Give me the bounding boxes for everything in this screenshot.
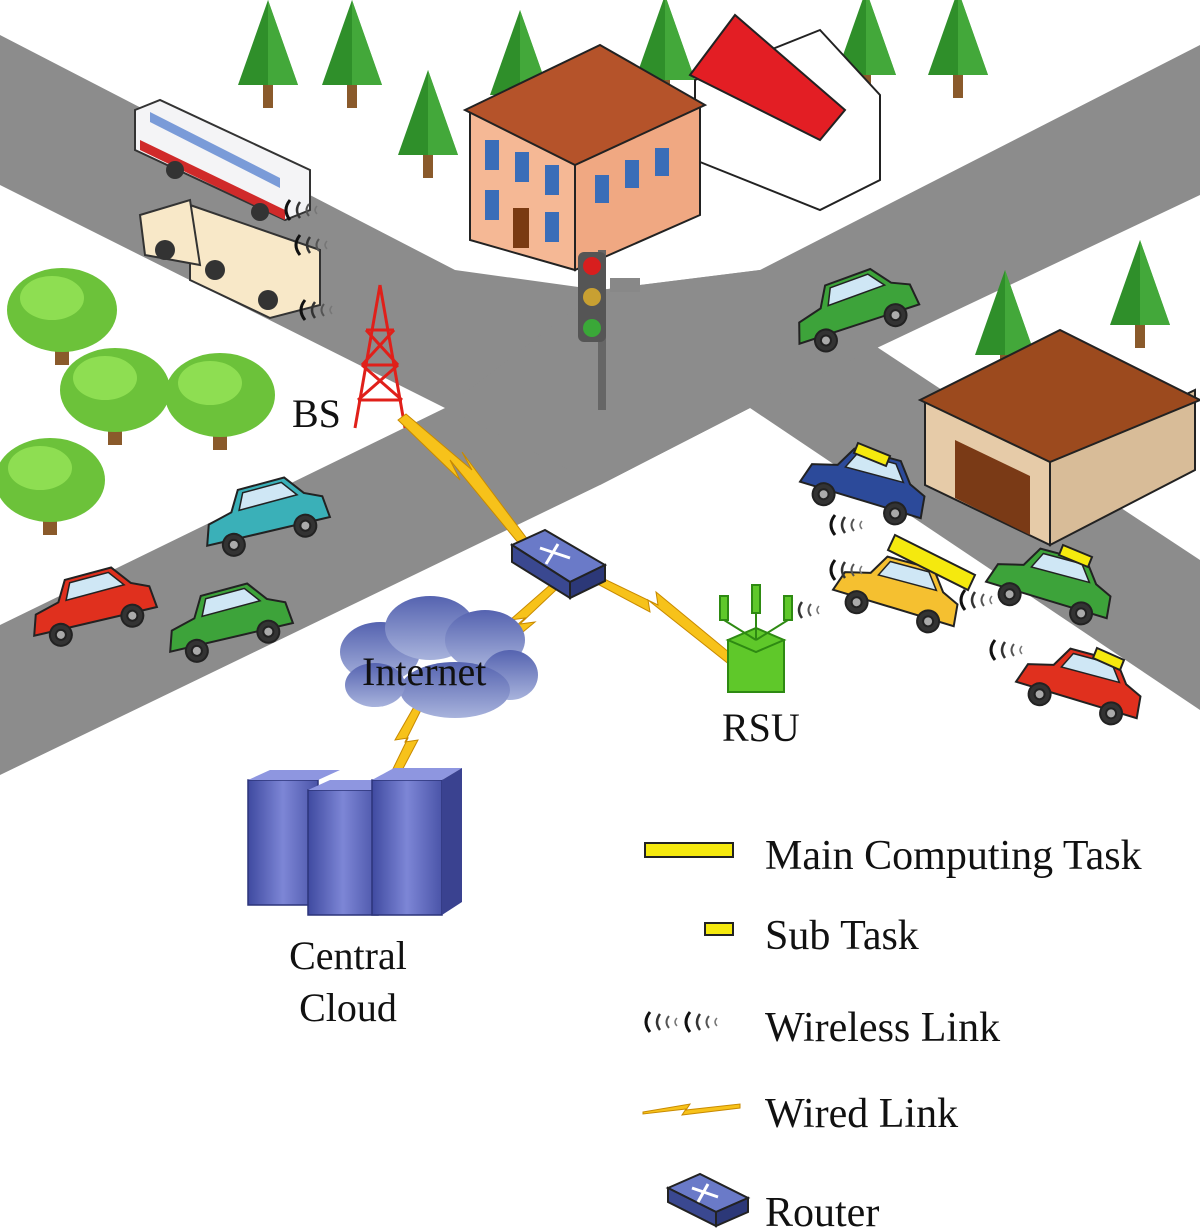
- bs-label: BS: [292, 391, 341, 436]
- internet-cloud-icon: [340, 596, 538, 718]
- central-cloud-label-line1: Central: [289, 933, 407, 978]
- router-legend-icon: [665, 1172, 751, 1228]
- bus: [134, 98, 311, 222]
- sub-task-legend-icon: [704, 922, 734, 936]
- traffic-light: [578, 250, 640, 410]
- legend-main-task: Main Computing Task: [765, 833, 1142, 879]
- legend-icons: [642, 842, 751, 1228]
- orange-house: [462, 43, 708, 272]
- legend-wireless-link: Wireless Link: [765, 1005, 1001, 1051]
- garage: [917, 328, 1200, 547]
- legend-wired-link: Wired Link: [765, 1091, 959, 1137]
- internet-label: Internet: [362, 649, 487, 694]
- car-yellow: [827, 544, 968, 640]
- main-task-legend-icon: [644, 842, 734, 858]
- router-icon: [509, 528, 608, 600]
- rsu-icon: [719, 584, 793, 693]
- task-markers: [852, 441, 1126, 672]
- rsu-label: RSU: [722, 705, 800, 750]
- road-center: [445, 290, 750, 485]
- central-cloud-servers-icon: [247, 768, 462, 916]
- wireless-link-legend-icon: [644, 1010, 679, 1034]
- central-cloud-label-line2: Cloud: [299, 985, 397, 1030]
- legend-sub-task: Sub Task: [765, 913, 919, 959]
- legend-router: Router: [765, 1190, 880, 1231]
- wired-link-legend-icon: [642, 1103, 741, 1116]
- truck: [138, 198, 321, 320]
- bs-tower-icon: [353, 284, 407, 429]
- central-cloud-label: Central Cloud: [262, 930, 434, 1034]
